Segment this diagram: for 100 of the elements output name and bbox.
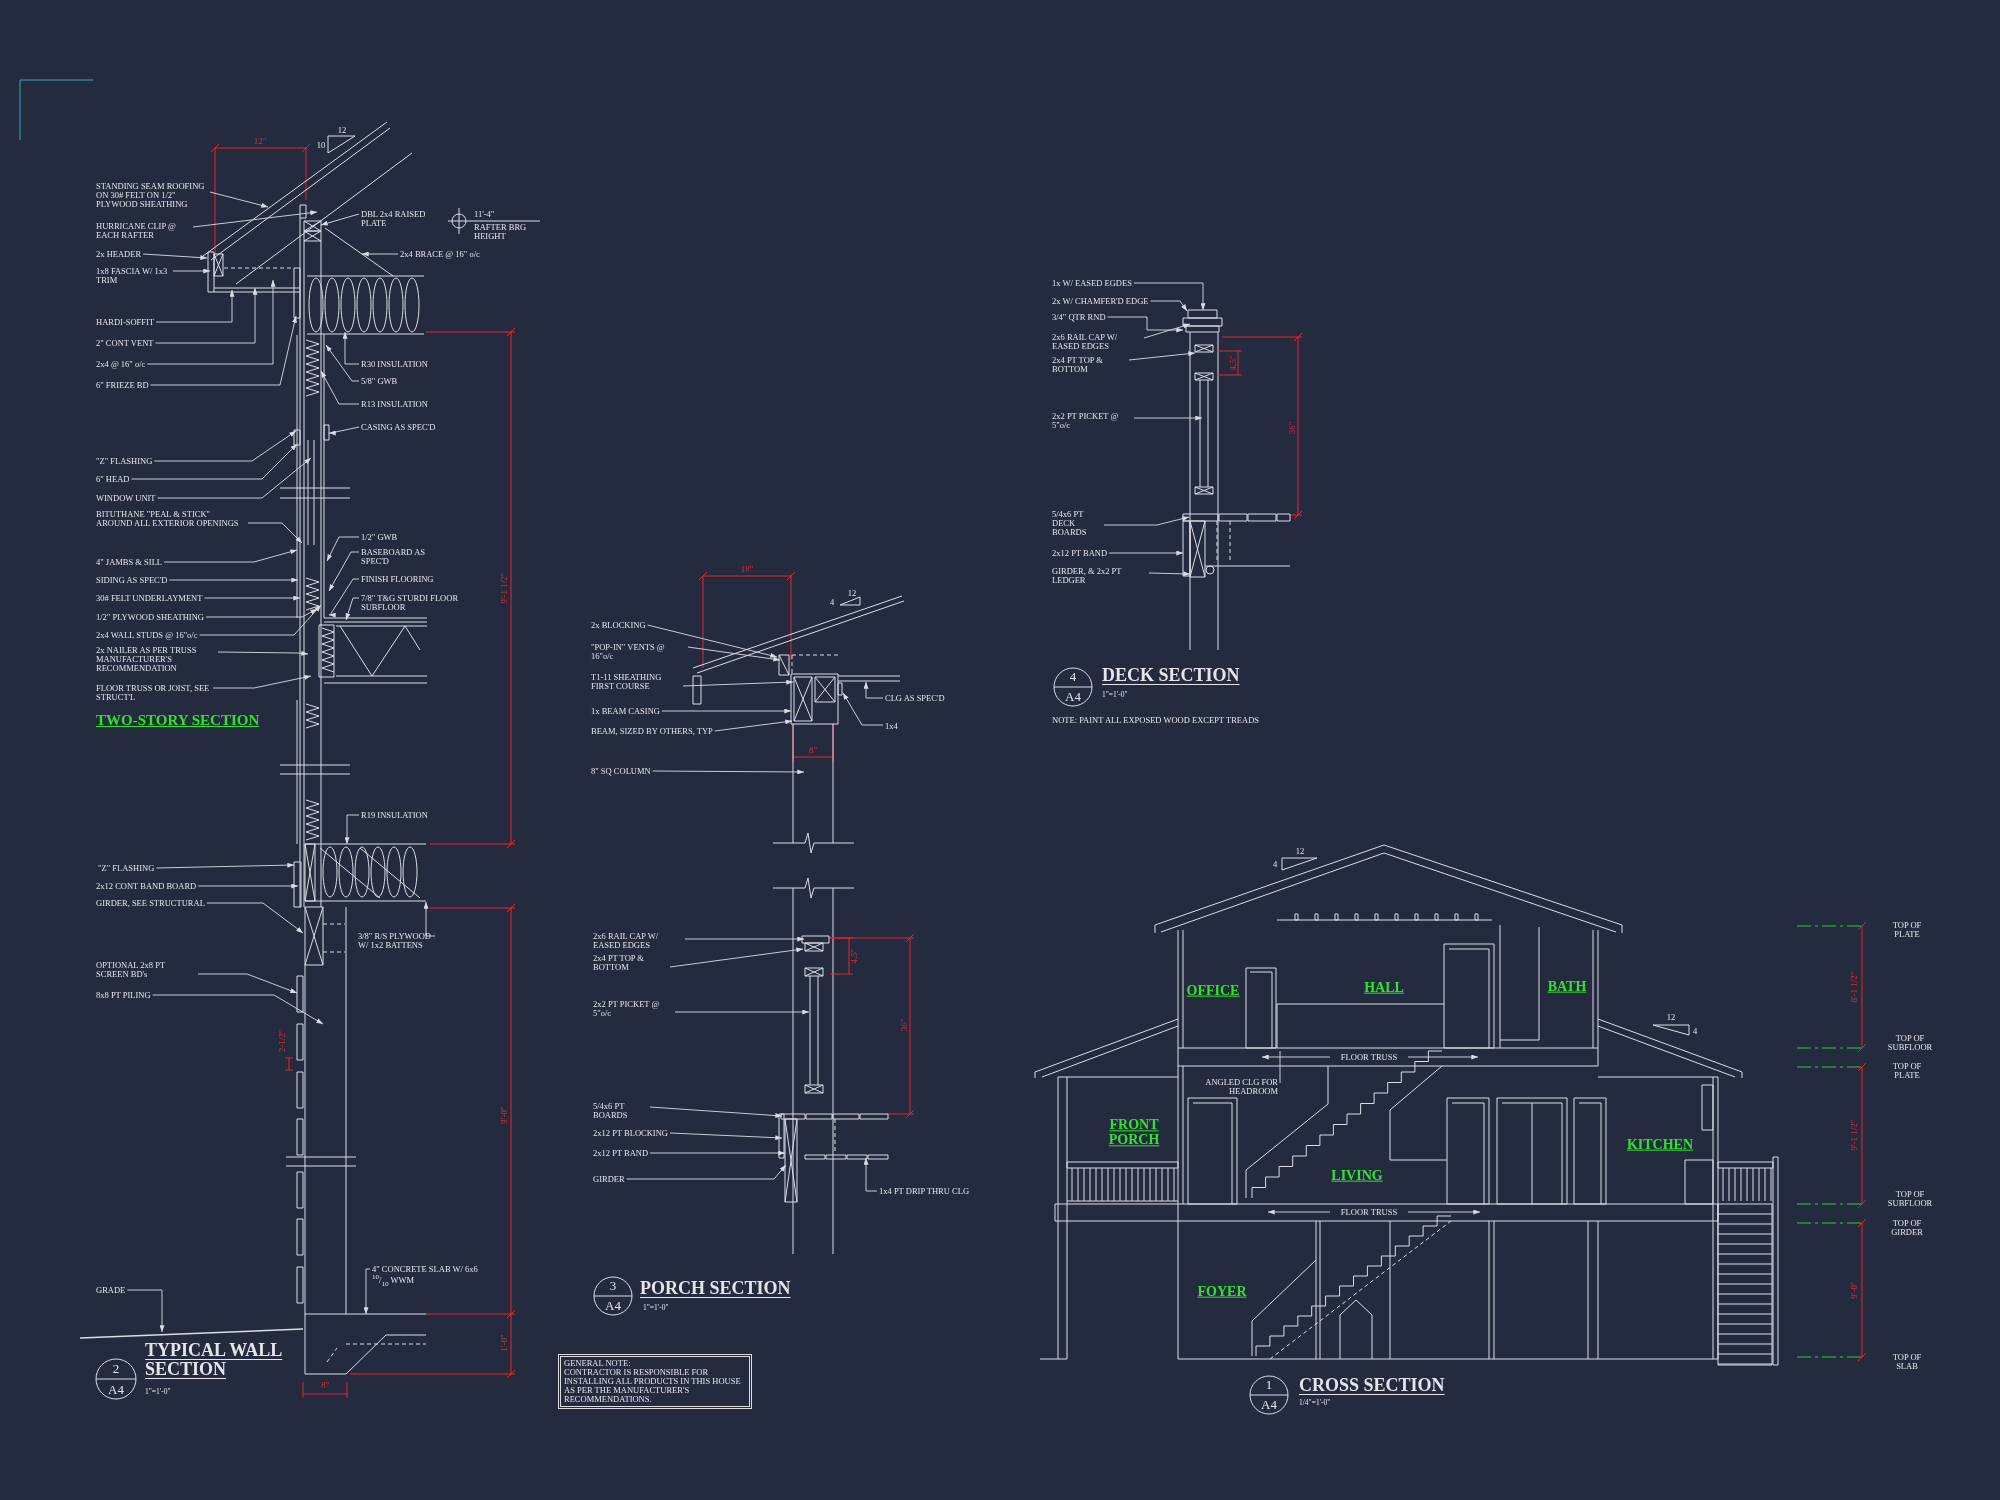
leader-line <box>1279 1050 1281 1084</box>
callout-text: 5/4x6 PT BOARDS <box>593 1102 648 1120</box>
callout-text: GRADE <box>96 1286 126 1295</box>
floor-joist-drawing <box>293 843 427 908</box>
callout-text: "Z" FLASHING <box>98 864 155 873</box>
room-label: FRONT PORCH <box>1107 1118 1161 1148</box>
callout-text: 2x NAILER AS PER TRUSS MANUFACTURER'S RECOMMENDATION <box>96 646 216 673</box>
callout-text: 2x4 WALL STUDS @ 16"o/c <box>96 631 198 640</box>
floor-truss-drawing <box>299 617 428 701</box>
callout-text: 5/8" GWB <box>361 377 398 386</box>
slope-number: 12 <box>847 588 857 598</box>
callout-text: 30# FELT UNDERLAYMENT <box>96 594 203 603</box>
callout-text: 4" CONCRETE SLAB W/ 6x6 $^{10}$/$_{10}$ WWM <box>372 1265 487 1288</box>
callout-text: HARDI-SOFFIT <box>96 318 155 327</box>
callout-text: R30 INSULATION <box>361 360 428 369</box>
callout-text: 2x4 BRACE @ 16" o/c <box>400 250 480 259</box>
callout-text: SIDING AS SPEC'D <box>96 576 168 585</box>
level-label: TOP OF SUBFLOOR <box>1886 1034 1934 1052</box>
section-number: 2 <box>112 1362 120 1376</box>
level-label: TOP OF SUBFLOOR <box>1886 1190 1934 1208</box>
callout-text: R19 INSULATION <box>361 811 428 820</box>
callout-text: 2" CONT VENT <box>96 339 154 348</box>
sheet-number: A4 <box>108 1383 124 1397</box>
section-number: 1 <box>1265 1378 1273 1392</box>
room-label: KITCHEN <box>1626 1137 1694 1153</box>
section-number: 4 <box>1069 670 1077 684</box>
beam-drawing <box>790 654 901 725</box>
callout-text: 7/8" T&G STURDI FLOOR SUBFLOOR <box>361 594 491 612</box>
callout-text: 8" SQ COLUMN <box>591 767 651 776</box>
dimension-text: 36" <box>1288 421 1298 435</box>
callout-text: 1x4 PT DRIP THRU CLG <box>879 1187 970 1196</box>
room-label: LIVING <box>1331 1168 1383 1184</box>
room-label: FOYER <box>1197 1284 1247 1300</box>
sheet-number: A4 <box>605 1299 621 1313</box>
level-label: TOP OF SLAB <box>1891 1353 1923 1371</box>
callout-text: 1x8 FASCIA W/ 1x3 TRIM <box>96 267 171 285</box>
callout-text: 2x4 PT TOP & BOTTOM <box>1052 356 1127 374</box>
level-label: TOP OF PLATE <box>1891 921 1923 939</box>
callout-text: T1-11 SHEATHING FIRST COURSE <box>591 673 681 691</box>
slope-number: 4 <box>1272 859 1278 869</box>
elevation-text: 11'-4" <box>474 210 495 219</box>
callout-text: 2x W/ CHAMFER'D EDGE <box>1052 297 1149 306</box>
dimension-text: 36" <box>900 1018 910 1032</box>
dimension-text: 9'-1 1/2" <box>1850 1119 1860 1151</box>
callout-text: 2x HEADER <box>96 250 142 259</box>
dimension-text: 8'-1 1/2" <box>1850 971 1860 1003</box>
rail-cap-drawing <box>1182 309 1223 333</box>
callout-text: HURRICANE CLIP @ EACH RAFTER <box>96 222 191 240</box>
dimension-text: 9'-0" <box>1850 1281 1860 1299</box>
railing-drawing <box>801 935 830 1094</box>
section-number: 3 <box>609 1279 617 1293</box>
callout-text: 3/4" QTR RND <box>1052 313 1106 322</box>
section-title: TYPICAL WALL SECTION <box>145 1341 284 1379</box>
note-heading: GENERAL NOTE: <box>564 1359 632 1368</box>
callout-text: 1x4 <box>885 722 898 731</box>
callout-text: 2x12 CONT BAND BOARD <box>96 882 197 891</box>
slope-number: 4 <box>829 597 835 607</box>
callout-text: 6" HEAD <box>96 475 130 484</box>
note-text: NOTE: PAINT ALL EXPOSED WOOD EXCEPT TREADS <box>1052 716 1259 725</box>
callout-text: CLG AS SPEC'D <box>885 694 945 703</box>
footing-drawing <box>304 1313 427 1375</box>
callout-text: 2x4 PT TOP & BOTTOM <box>593 954 668 972</box>
callout-text: 1/2" PLYWOOD SHEATHING <box>96 613 204 622</box>
porch-roof-drawing <box>692 595 905 705</box>
dimension-text: 9'-0" <box>500 1106 510 1124</box>
callout-text: 2x2 PT PICKET @ 5"o/c <box>1052 412 1132 430</box>
grade-line <box>79 1328 304 1339</box>
callout-text: ANGLED CLG FOR HEADROOM <box>1198 1078 1278 1096</box>
sheet-number: A4 <box>1065 690 1081 704</box>
section-title: PORCH SECTION <box>640 1279 791 1298</box>
callout-text: 1x W/ EASED EGDES <box>1052 279 1132 288</box>
column-drawing <box>772 723 855 854</box>
callout-text: 8x8 PT PILING <box>96 991 151 1000</box>
callout-text: 1x BEAM CASING <box>591 707 660 716</box>
sheet-number: A4 <box>1261 1398 1277 1412</box>
room-label: OFFICE <box>1186 983 1240 999</box>
callout-text: 2x6 RAIL CAP W/ EASED EDGES <box>593 932 683 950</box>
callout-text: 2x4 @ 16" o/c <box>96 360 146 369</box>
picket-drawing <box>1194 344 1214 495</box>
callout-text: "Z" FLASHING <box>96 457 153 466</box>
callout-text: BITUTHANE "PEAL & STICK" AROUND ALL EXTERIOR OPENINGS <box>96 510 246 528</box>
dimension-text: 9'-1 1/2" <box>500 572 510 604</box>
callout-text: GIRDER <box>593 1175 625 1184</box>
callout-text: 2x12 PT BAND <box>593 1149 649 1158</box>
callout-text: 5/4x6 PT DECK BOARDS <box>1052 510 1102 537</box>
callout-text: FLOOR TRUSS OR JOIST, SEE STRUCT'L <box>96 684 211 702</box>
callout-text: 6" FRIEZE BD <box>96 381 149 390</box>
section-title: CROSS SECTION <box>1299 1376 1445 1395</box>
callout-text: GIRDER, & 2x2 PT LEDGER <box>1052 567 1147 585</box>
callout-text: WINDOW UNIT <box>96 494 156 503</box>
dimension-text: 12" <box>253 137 267 147</box>
wall-framing-drawing <box>293 333 330 619</box>
callout-text: 3/8" R/S PLYWOOD W/ 1x2 BATTENS <box>358 932 433 950</box>
level-label: TOP OF GIRDER <box>1890 1219 1924 1237</box>
callout-text: STANDING SEAM ROOFING ON 30# FELT ON 1/2" PLYWOOD SHEATHING <box>96 182 208 209</box>
dimension-text: 2-1/2" <box>278 1029 288 1053</box>
deck-framing-drawing <box>1182 513 1291 578</box>
callout-text: 1/2" GWB <box>361 533 398 542</box>
callout-text: 2x2 PT PICKET @ 5"o/c <box>593 1000 673 1018</box>
room-label: HALL <box>1364 980 1404 996</box>
